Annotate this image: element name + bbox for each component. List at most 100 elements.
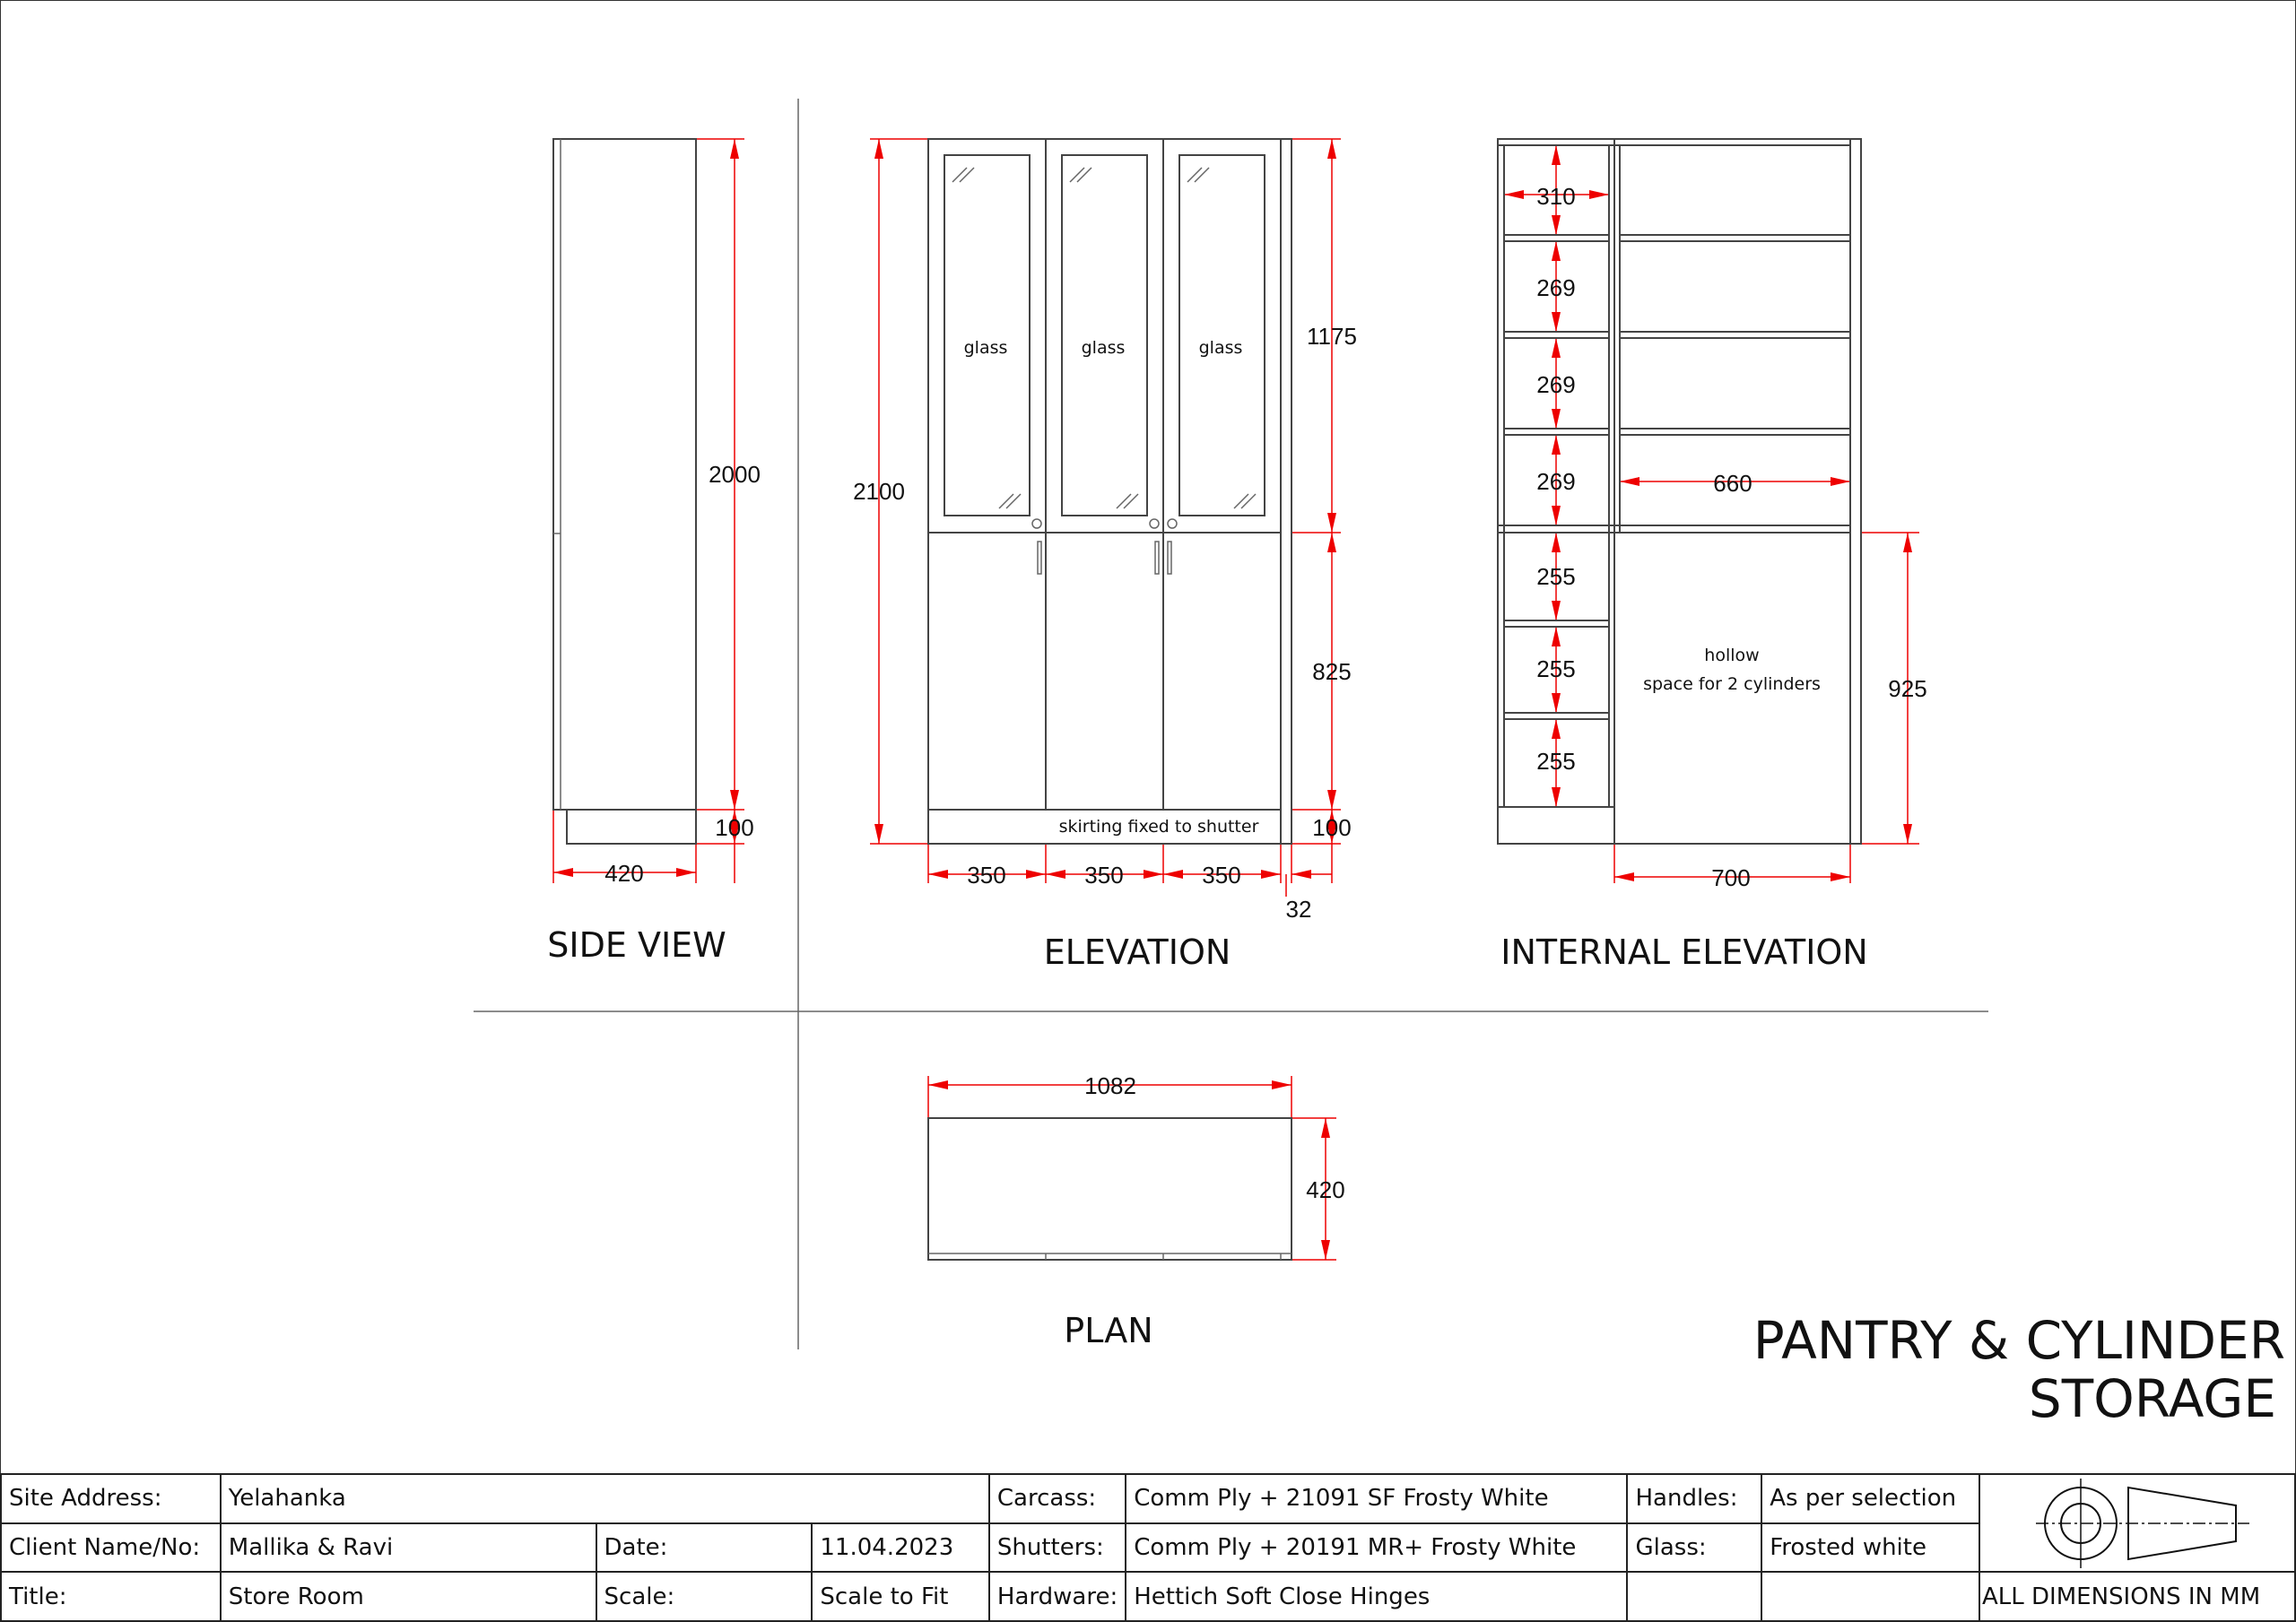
dimension-arrow	[1144, 870, 1163, 879]
dimension-arrow	[676, 868, 696, 877]
dimension-arrow	[1552, 338, 1561, 358]
title-value: Store Room	[219, 1571, 597, 1622]
hardware-label: Hardware:	[987, 1571, 1127, 1622]
side-view-title: SIDE VIEW	[547, 925, 726, 965]
upper-shelf-1: 269	[1536, 274, 1575, 301]
dimension-arrow	[730, 790, 739, 810]
dimension-arrow	[874, 139, 883, 159]
side-view: 2000 100 420 SIDE VIEW	[547, 138, 761, 965]
drawing-title-line2: STORAGE	[2029, 1368, 2276, 1429]
column-width-label: 310	[1536, 183, 1575, 210]
dimension-arrow	[1552, 241, 1561, 261]
dimension-arrow	[1327, 533, 1336, 552]
dimension-arrow	[1272, 1080, 1292, 1089]
dimension-arrow	[1504, 190, 1524, 199]
hollow-note: hollow	[1704, 646, 1759, 665]
dimension-arrow	[1903, 533, 1912, 552]
dimension-arrow	[928, 1080, 948, 1089]
dimension-arrow	[553, 868, 573, 877]
plan-view: 1082 420 PLAN	[927, 1072, 1345, 1350]
dimension-arrow	[1327, 824, 1336, 844]
title-block: Site Address: Yelahanka Carcass: Comm Pl…	[0, 1472, 2296, 1622]
dimension-arrow	[1620, 477, 1639, 486]
dimension-arrow	[1292, 870, 1311, 879]
side-skirting-label: 100	[715, 814, 753, 841]
upper-shelf-3: 269	[1536, 468, 1575, 495]
empty-cell	[1761, 1571, 1980, 1622]
hollow-height-label: 925	[1888, 675, 1926, 702]
glass-label-1: glass	[964, 338, 1008, 358]
dimension-arrow	[874, 824, 883, 844]
dimension-arrow	[1552, 409, 1561, 429]
dimension-arrow	[1552, 533, 1561, 552]
internal-elevation-title: INTERNAL ELEVATION	[1500, 932, 1867, 972]
dimension-arrow	[1163, 870, 1183, 879]
dimension-arrow	[1831, 872, 1850, 881]
elevation-view: glass glass glass skirting fixed to shut…	[853, 138, 1357, 972]
skirting-note: skirting fixed to shutter	[1059, 817, 1259, 837]
dimension-arrow	[1552, 601, 1561, 620]
units-note: ALL DIMENSIONS IN MM	[1979, 1571, 2296, 1622]
dimension-arrow	[730, 139, 739, 159]
dimension-arrow	[1327, 513, 1336, 533]
handles-label: Handles:	[1626, 1473, 1763, 1524]
dimension-arrow	[1589, 190, 1609, 199]
glass-label: Glass:	[1626, 1522, 1763, 1574]
lower-shelf-1: 255	[1536, 563, 1575, 590]
side-depth-label: 420	[604, 860, 643, 887]
projection-symbol	[1979, 1472, 2296, 1574]
door-width-1: 350	[967, 862, 1005, 889]
bottom-width-label: 700	[1711, 864, 1750, 891]
elevation-title: ELEVATION	[1044, 932, 1231, 972]
empty-cell	[1626, 1571, 1763, 1622]
shutters-value: Comm Ply + 20191 MR+ Frosty White	[1125, 1522, 1629, 1574]
plan-width-label: 1082	[1084, 1072, 1136, 1099]
glass-label-2: glass	[1082, 338, 1126, 358]
dimension-arrow	[1321, 1118, 1330, 1138]
glass-value: Frosted white	[1761, 1522, 1980, 1574]
elevation-skirting-label: 100	[1312, 814, 1351, 841]
dimension-arrow	[1261, 870, 1281, 879]
side-height-label: 2000	[709, 461, 761, 488]
dimension-arrow	[928, 870, 948, 879]
scale-label: Scale:	[595, 1571, 813, 1622]
site-address-value: Yelahanka	[219, 1473, 990, 1524]
date-value: 11.04.2023	[811, 1522, 990, 1574]
glass-label-3: glass	[1199, 338, 1243, 358]
dimension-arrow	[1552, 215, 1561, 235]
dimension-arrow	[1552, 435, 1561, 455]
dimension-arrow	[1552, 787, 1561, 807]
dimension-arrow	[1552, 312, 1561, 332]
dimension-arrow	[1903, 824, 1912, 844]
dimension-arrow	[1026, 870, 1046, 879]
dimension-arrow	[1552, 693, 1561, 713]
shutters-label: Shutters:	[987, 1522, 1127, 1574]
handles-value: As per selection	[1761, 1473, 1980, 1524]
hardware-value: Hettich Soft Close Hinges	[1125, 1571, 1629, 1622]
carcass-value: Comm Ply + 21091 SF Frosty White	[1125, 1473, 1629, 1524]
upper-shelf-2: 269	[1536, 371, 1575, 398]
site-address-label: Site Address:	[0, 1473, 222, 1524]
dimension-arrow	[1321, 1240, 1330, 1260]
third-angle-projection-icon	[2036, 1478, 2249, 1568]
lower-height-label: 825	[1312, 658, 1351, 685]
dimension-lines	[552, 138, 1919, 1261]
title-label: Title:	[0, 1571, 222, 1622]
scale-value: Scale to Fit	[811, 1571, 990, 1622]
dimension-arrow	[1552, 506, 1561, 525]
upper-height-label: 1175	[1307, 323, 1357, 350]
dimension-arrow	[730, 824, 739, 844]
cylinder-note: space for 2 cylinders	[1643, 674, 1821, 694]
door-width-3: 350	[1202, 862, 1240, 889]
dimension-arrow	[1327, 790, 1336, 810]
plan-title: PLAN	[1064, 1311, 1152, 1350]
client-label: Client Name/No:	[0, 1522, 222, 1574]
plan-depth-label: 420	[1306, 1176, 1344, 1203]
lower-shelf-2: 255	[1536, 655, 1575, 682]
internal-elevation-view: 310 269 269 269 255 255 255 660 925 700 …	[1497, 138, 1927, 972]
dimension-arrow	[1552, 719, 1561, 739]
dimension-arrow	[1327, 139, 1336, 159]
dimension-arrow	[1614, 872, 1634, 881]
elevation-height-label: 2100	[853, 478, 905, 505]
